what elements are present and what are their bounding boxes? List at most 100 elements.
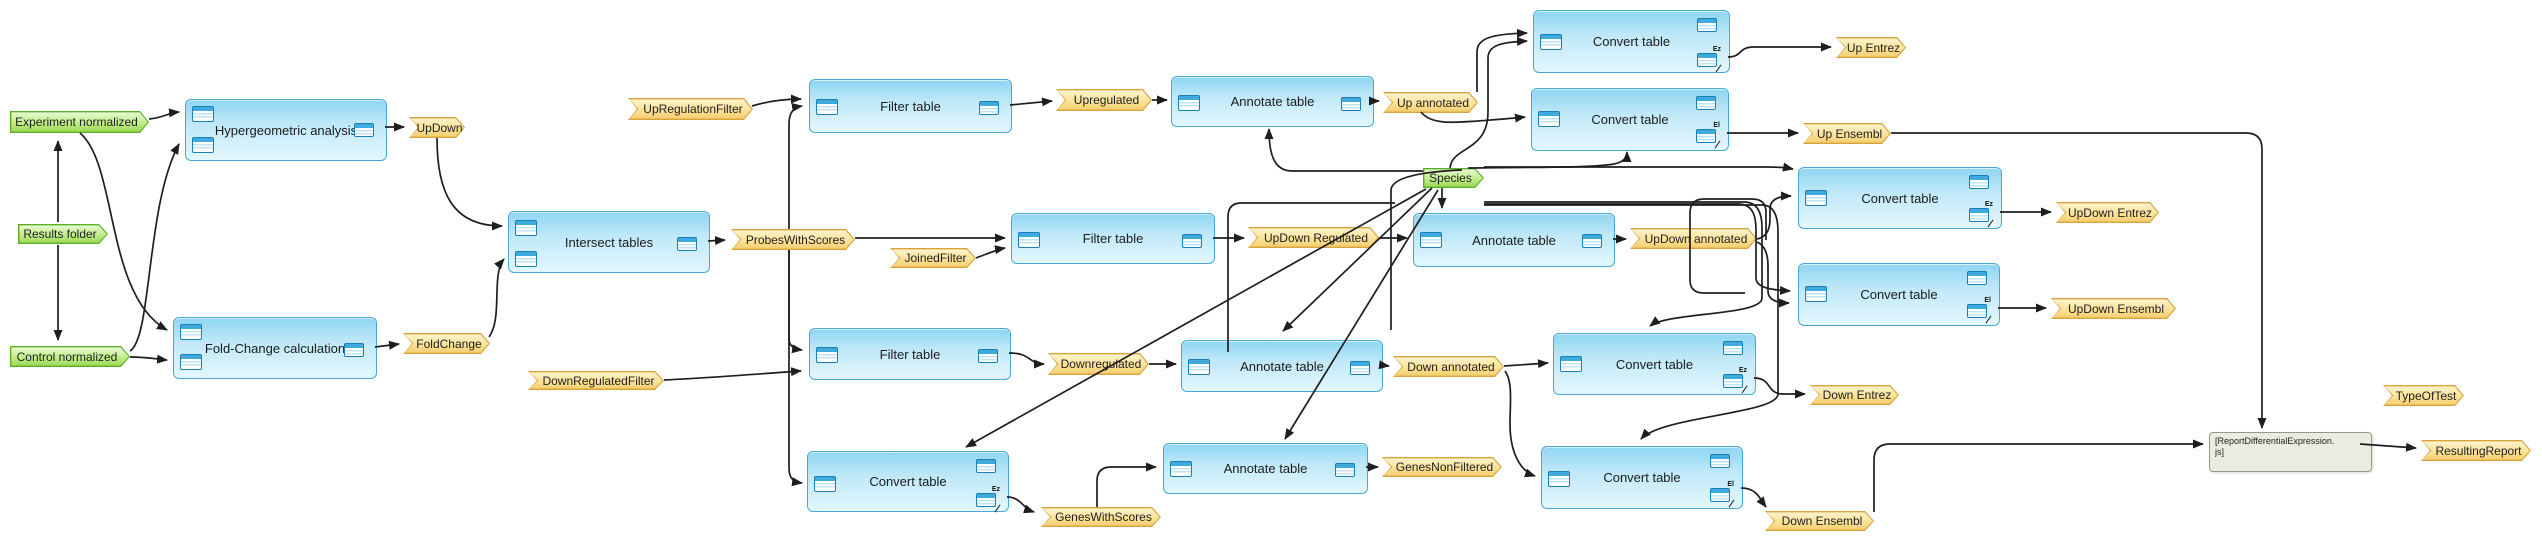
table-output-port-icon[interactable]: [1182, 231, 1206, 248]
table-output-port-icon[interactable]: [1710, 451, 1734, 468]
data-tag-geneswithscores[interactable]: GenesWithScores: [1041, 507, 1161, 527]
tag-label: FoldChange: [416, 336, 482, 351]
table-input-port-icon[interactable]: [1548, 471, 1570, 487]
task-annotate-table-down[interactable]: Annotate table: [1181, 340, 1383, 392]
data-tag-updown-ensembl[interactable]: UpDown Ensembl: [2051, 298, 2176, 319]
tag-body: [2422, 441, 2529, 459]
script-node-report-differential-expression[interactable]: [ReportDifferentialExpression.js]: [2209, 432, 2372, 472]
table-input-port-icon[interactable]: [1540, 34, 1562, 50]
task-filter-table-updown[interactable]: Filter table: [1011, 213, 1215, 264]
table-output-port-icon[interactable]: [1967, 268, 1991, 285]
data-tag-up-ensembl[interactable]: Up Ensembl: [1803, 123, 1891, 144]
data-tag-down-ensembl[interactable]: Down Ensembl: [1765, 511, 1874, 531]
table-output-port-icon[interactable]: [1582, 231, 1606, 248]
table-output-port-icon[interactable]: [979, 98, 1003, 115]
entrez-output-port-icon[interactable]: Ez: [1723, 367, 1748, 394]
table-input-port-icon[interactable]: [1560, 356, 1582, 372]
input-tag-control-normalized[interactable]: Control normalized: [10, 346, 130, 367]
table-output-port-icon[interactable]: [677, 234, 701, 251]
table-input-port-icon[interactable]: [515, 251, 537, 267]
table-input-port-icon[interactable]: [515, 220, 537, 236]
data-tag-typeoftest[interactable]: TypeOfTest: [2383, 385, 2464, 406]
table-input-port-icon[interactable]: [816, 99, 838, 115]
table-input-port-icon[interactable]: [1420, 232, 1442, 248]
data-tag-updown-regulated[interactable]: UpDown Regulated: [1248, 227, 1379, 248]
entrez-output-port-icon[interactable]: Ez: [1697, 46, 1722, 73]
data-tag-joinedfilter[interactable]: JoinedFilter: [890, 248, 976, 268]
data-tag-updown[interactable]: UpDown: [409, 117, 465, 138]
data-tag-genesnonfiltered[interactable]: GenesNonFiltered: [1382, 457, 1502, 477]
data-tag-probeswithscores[interactable]: ProbesWithScores: [731, 229, 855, 250]
task-annotate-table-genes[interactable]: Annotate table: [1163, 443, 1368, 494]
task-annotate-table-up[interactable]: Annotate table: [1171, 76, 1374, 127]
table-output-port-icon[interactable]: [354, 120, 378, 137]
table-input-port-icon[interactable]: [816, 347, 838, 363]
data-tag-up-entrez[interactable]: Up Entrez: [1836, 37, 1906, 58]
entrez-output-port-icon[interactable]: Ez: [976, 486, 1001, 513]
input-tag-experiment-normalized[interactable]: Experiment normalized: [10, 111, 149, 133]
edge-connector: [1467, 151, 1632, 169]
table-output-port-icon[interactable]: [1697, 15, 1721, 32]
ensembl-output-port-icon[interactable]: El: [1696, 122, 1721, 149]
task-fold-change-calculation[interactable]: Fold-Change calculation: [173, 317, 377, 379]
data-tag-updown-annotated[interactable]: UpDown annotated: [1630, 228, 1757, 249]
tag-label: Control normalized: [16, 349, 118, 364]
data-tag-upregulated[interactable]: Upregulated: [1056, 89, 1152, 111]
data-tag-upregulationfilter[interactable]: UpRegulationFilter: [628, 98, 753, 120]
task-filter-table-down[interactable]: Filter table: [809, 328, 1011, 380]
table-input-port-icon[interactable]: [192, 106, 214, 122]
tag-body: [1042, 508, 1159, 525]
table-input-port-icon[interactable]: [1170, 461, 1192, 477]
table-output-port-icon[interactable]: [1969, 172, 1993, 189]
table-output-port-icon[interactable]: [1341, 94, 1365, 111]
data-tag-foldchange[interactable]: FoldChange: [403, 333, 490, 354]
data-tag-downregulated[interactable]: Downregulated: [1048, 353, 1149, 375]
data-tag-down-entrez[interactable]: Down Entrez: [1810, 385, 1899, 405]
table-output-port-icon[interactable]: [1335, 460, 1359, 477]
data-tag-updown-entrez[interactable]: UpDown Entrez: [2056, 202, 2159, 223]
task-filter-table-up[interactable]: Filter table: [809, 79, 1012, 133]
table-icon: [1697, 18, 1717, 32]
task-label: Filter table: [879, 346, 941, 362]
data-tag-resultingreport[interactable]: ResultingReport: [2421, 440, 2531, 461]
edge-connector: [436, 137, 503, 231]
table-input-port-icon[interactable]: [1805, 286, 1827, 302]
table-input-port-icon[interactable]: [1538, 111, 1560, 127]
table-input-port-icon[interactable]: [180, 324, 202, 340]
data-tag-up-annotated[interactable]: Up annotated: [1383, 92, 1478, 113]
table-output-port-icon[interactable]: [978, 346, 1002, 363]
table-input-port-icon[interactable]: [180, 354, 202, 370]
entrez-output-port-icon[interactable]: Ez: [1969, 201, 1994, 228]
input-tag-species[interactable]: Species: [1423, 168, 1484, 188]
data-tag-downregulatedfilter[interactable]: DownRegulatedFilter: [528, 371, 664, 390]
table-output-port-icon[interactable]: [1696, 93, 1720, 110]
table-output-port-icon[interactable]: [1350, 358, 1374, 375]
table-output-port-icon[interactable]: [1723, 338, 1747, 355]
data-tag-down-annotated[interactable]: Down annotated: [1393, 356, 1504, 377]
table-input-port-icon[interactable]: [1188, 359, 1210, 375]
task-annotate-table-updown[interactable]: Annotate table: [1413, 213, 1615, 267]
table-input-port-icon[interactable]: [1178, 95, 1200, 111]
task-intersect-tables[interactable]: Intersect tables: [508, 211, 710, 273]
table-output-port-icon[interactable]: [976, 456, 1000, 473]
tag-label: UpDown annotated: [1644, 231, 1748, 246]
task-label: Convert table: [1592, 34, 1671, 49]
table-input-port-icon[interactable]: [1018, 232, 1040, 248]
tag-body: [629, 99, 751, 118]
tag-label: Downregulated: [1060, 357, 1142, 371]
task-hypergeometric-analysis[interactable]: Hypergeometric analysis: [185, 99, 387, 161]
input-tag-results-folder[interactable]: Results folder: [18, 224, 108, 244]
ensembl-output-port-icon[interactable]: El: [1967, 297, 1992, 324]
table-input-port-icon[interactable]: [192, 137, 214, 153]
table-input-port-icon[interactable]: [1805, 190, 1827, 206]
table-input-port-icon[interactable]: [814, 476, 836, 492]
ensembl-output-port-icon[interactable]: El: [1710, 481, 1735, 508]
table-output-port-icon[interactable]: [344, 340, 368, 357]
